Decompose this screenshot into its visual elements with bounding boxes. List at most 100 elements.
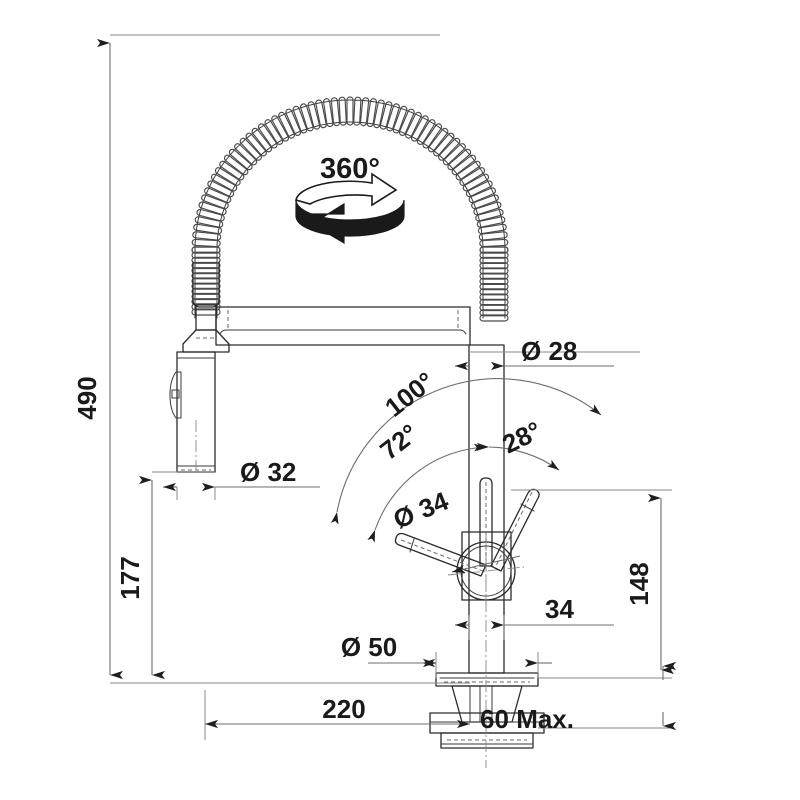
coil-ring: [219, 160, 245, 181]
spray-head: [169, 304, 230, 473]
dimension-body-width: 34: [455, 594, 614, 630]
coil-ring: [416, 119, 436, 145]
dimension-overall-height: 490: [72, 38, 123, 680]
coil-ring: [479, 288, 509, 296]
coil-ring: [228, 148, 253, 171]
dimension-handle-hub-diameter: Ø 34: [389, 485, 521, 574]
coil-ring: [451, 154, 477, 176]
dimension-spray-head-diameter-label: Ø 32: [240, 457, 296, 487]
coil-ring: [422, 123, 443, 149]
coil-ring: [245, 132, 267, 157]
spout-arm: [215, 306, 471, 346]
coil-ring: [239, 137, 262, 161]
coil-ring: [257, 123, 278, 149]
coil-ring: [330, 97, 341, 127]
coil-ring: [191, 251, 221, 259]
coil-ring: [196, 208, 225, 222]
coil-ring: [251, 127, 273, 153]
dimension-spray-head-height: 177: [115, 475, 165, 680]
coil-ring: [359, 97, 370, 127]
dimension-base-diameter-label: Ø 50: [341, 632, 397, 662]
coil-ring: [473, 201, 502, 216]
coil-ring: [192, 231, 222, 241]
coil-ring: [223, 154, 249, 176]
coil-ring: [191, 303, 221, 311]
coil-ring: [479, 303, 509, 312]
dimension-handle-height-label: 148: [624, 562, 654, 605]
coil-ring: [191, 238, 221, 248]
coil-ring: [479, 309, 509, 317]
coil-ring: [479, 277, 509, 285]
dimension-reach-label: 220: [322, 694, 365, 724]
coil-ring: [447, 148, 472, 171]
coil-ring: [198, 201, 227, 216]
coil-ring: [191, 246, 221, 254]
coil-ring: [285, 108, 302, 136]
coil-ring: [338, 96, 347, 126]
coil-ring: [479, 246, 509, 254]
dimension-handle-hub-diameter-label: Ø 34: [389, 485, 453, 534]
coil-ring: [322, 98, 334, 128]
coil-ring: [405, 111, 422, 139]
dimension-max-deck-thickness: 60 Max.: [480, 661, 676, 734]
coil-ring: [398, 108, 415, 136]
handle-lever-closed: [479, 477, 493, 567]
dimension-body-width-label: 34: [545, 594, 574, 624]
coil-ring: [479, 256, 509, 265]
coil-ring: [193, 223, 223, 235]
handle-lever-right: [490, 488, 540, 572]
coil-ring: [477, 223, 507, 235]
coil-ring: [465, 180, 493, 198]
coil-ring: [455, 160, 481, 181]
coil-ring: [479, 238, 509, 248]
angle-handle-full-swing-label: 100°: [379, 366, 440, 423]
coil-ring: [307, 101, 321, 130]
coil-ring: [292, 105, 308, 134]
dimension-overall-height-label: 490: [72, 376, 102, 419]
coil-ring: [410, 115, 429, 142]
coil-ring: [271, 115, 290, 142]
dimension-spout-diameter-label: Ø 28: [521, 336, 577, 366]
coil-ring: [201, 194, 229, 210]
coil-ring: [191, 256, 221, 264]
coil-ring: [479, 267, 509, 275]
dimension-handle-height: 148: [624, 493, 674, 675]
coil-ring: [386, 103, 400, 132]
coil-ring: [278, 111, 295, 139]
coil-ring: [379, 101, 393, 130]
coil-ring: [264, 119, 284, 145]
coil-ring: [373, 99, 385, 129]
dimension-reach: 220: [205, 694, 470, 729]
angle-handle-back-swing-label: 28°: [497, 415, 545, 459]
coil-ring: [194, 216, 224, 228]
rotation-arrow-icon: [295, 172, 405, 245]
dimension-max-deck-thickness-label: 60 Max.: [480, 704, 574, 734]
angle-handle-back-swing: 28°: [476, 415, 560, 471]
coil-ring: [438, 137, 461, 161]
coil-ring: [442, 143, 466, 166]
coil-ring: [234, 143, 258, 166]
coil-ring: [353, 96, 362, 126]
coil-ring: [479, 314, 509, 322]
rotation-symbol-label: 360°: [320, 153, 380, 185]
coil-ring: [210, 173, 238, 192]
coil-ring: [462, 173, 490, 192]
coil-ring: [315, 99, 327, 129]
coil-ring: [204, 187, 232, 204]
coil-ring: [476, 216, 506, 228]
coil-ring: [207, 180, 235, 198]
dimension-annotations: 490 177 Ø 32 Ø 28 Ø 34: [72, 34, 676, 740]
faucet-body: [169, 96, 545, 768]
coil-ring: [479, 251, 509, 259]
coil-ring: [300, 103, 314, 132]
coil-ring: [478, 231, 508, 241]
coil-ring: [479, 298, 509, 306]
coil-ring: [427, 127, 449, 153]
angle-handle-open-swing-label: 72°: [374, 418, 423, 466]
dimension-spray-head-height-label: 177: [115, 556, 145, 599]
rotation-symbol-group: 360°: [295, 153, 405, 245]
handle-lever-left: [394, 532, 487, 577]
coil-ring: [346, 96, 354, 126]
